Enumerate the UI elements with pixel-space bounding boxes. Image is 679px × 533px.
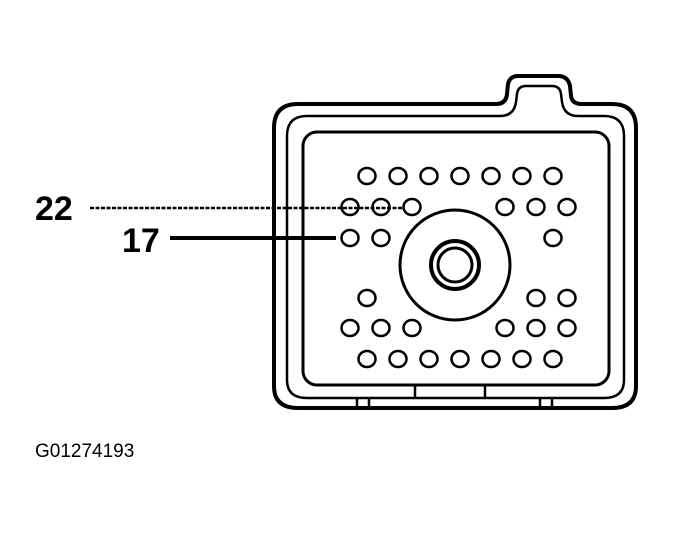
terminal-cavity xyxy=(388,166,408,186)
terminal-cavity xyxy=(419,166,439,186)
center-guide-post xyxy=(398,208,512,322)
callout-label-17: 17 xyxy=(122,222,160,260)
terminal-cavity xyxy=(543,228,563,248)
connector-terminal-face xyxy=(301,130,611,387)
terminal-cavity xyxy=(357,349,377,369)
terminal-cavity xyxy=(402,197,422,217)
terminal-cavity xyxy=(388,349,408,369)
terminal-cavity xyxy=(340,228,360,248)
terminal-cavity xyxy=(371,318,391,338)
terminal-cavity xyxy=(557,288,577,308)
connector-housing-outer xyxy=(272,74,638,410)
terminal-cavity xyxy=(543,166,563,186)
terminal-cavity xyxy=(450,349,470,369)
terminal-cavity xyxy=(340,318,360,338)
terminal-cavity xyxy=(512,349,532,369)
terminal-cavity xyxy=(557,197,577,217)
terminal-cavity xyxy=(481,166,501,186)
terminal-cavity xyxy=(450,166,470,186)
terminal-cavity xyxy=(512,166,532,186)
figure-id: G01274193 xyxy=(35,441,134,462)
terminal-cavity xyxy=(402,318,422,338)
terminal-cavity xyxy=(526,288,546,308)
terminal-cavity xyxy=(543,349,563,369)
terminal-cavity xyxy=(357,288,377,308)
terminal-cavity xyxy=(419,349,439,369)
terminal-cavity xyxy=(526,197,546,217)
terminal-cavity xyxy=(526,318,546,338)
terminal-cavity xyxy=(371,228,391,248)
terminal-cavities xyxy=(340,166,577,369)
terminal-cavity xyxy=(357,166,377,186)
terminal-cavity xyxy=(557,318,577,338)
terminal-cavity xyxy=(495,197,515,217)
terminal-cavity xyxy=(495,318,515,338)
connector-housing-inner-outline xyxy=(285,84,626,400)
terminal-cavity xyxy=(481,349,501,369)
callout-label-22: 22 xyxy=(35,190,73,228)
terminal-cavity xyxy=(371,197,391,217)
connector-bottom-tabs xyxy=(355,385,554,409)
